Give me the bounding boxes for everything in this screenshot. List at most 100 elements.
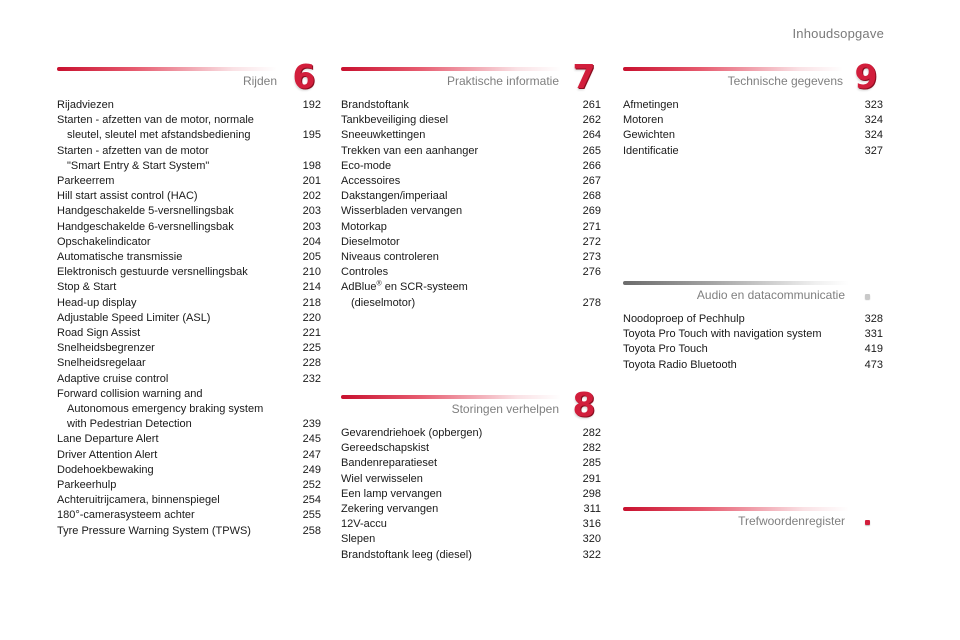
toc-page-number: 218 bbox=[302, 296, 321, 309]
toc-page-number: 228 bbox=[302, 357, 321, 370]
toc-entry-continuation: "Smart Entry & Start System" bbox=[67, 159, 210, 172]
toc-entry-title: Brandstoftank bbox=[341, 99, 409, 111]
toc-entry-title: Dodehoekbewaking bbox=[57, 463, 154, 476]
chapter-marker-icon[interactable] bbox=[865, 520, 870, 525]
toc-entry[interactable]: Starten - afzetten van de motor"Smart En… bbox=[57, 144, 321, 174]
toc-entry[interactable]: Adjustable Speed Limiter (ASL)220 bbox=[57, 311, 321, 326]
toc-page-number: 258 bbox=[302, 524, 321, 537]
toc-entry-title: Wiel verwisselen bbox=[341, 472, 423, 485]
toc-entry-title: Automatische transmissie bbox=[57, 251, 183, 264]
toc-entry[interactable]: Gevarendriehoek (opbergen)282 bbox=[341, 426, 601, 441]
toc-entry-title: Tankbeveiliging diesel bbox=[341, 114, 449, 127]
chapter-number-9[interactable]: 9 bbox=[854, 57, 878, 96]
toc-entry-title: Bandenreparatieset bbox=[341, 457, 438, 470]
toc-entry[interactable]: Snelheidsregelaar 228 bbox=[57, 356, 321, 371]
toc-entry-title: Sneeuwkettingen bbox=[341, 129, 426, 142]
toc-entry[interactable]: Tyre Pressure Warning System (TPWS)258 bbox=[57, 524, 321, 539]
toc-page-number: 220 bbox=[302, 311, 321, 324]
chapter-marker-icon[interactable] bbox=[865, 294, 870, 299]
chapter-number-8[interactable]: 8 bbox=[572, 385, 596, 424]
section-trefwoorden: Trefwoordenregister bbox=[623, 498, 883, 538]
toc-page-number: 225 bbox=[302, 342, 321, 355]
toc-page-number: 261 bbox=[582, 99, 601, 111]
toc-page-number: 324 bbox=[864, 129, 883, 142]
toc-page-number: 203 bbox=[302, 205, 321, 218]
toc-page-number: 473 bbox=[864, 358, 883, 371]
toc-entry[interactable]: Starten - afzetten van de motor, normale… bbox=[57, 113, 321, 143]
section-title-storingen: Storingen verhelpen bbox=[451, 402, 559, 416]
toc-page-number: 311 bbox=[583, 503, 601, 516]
chapter-number-6[interactable]: 6 bbox=[292, 57, 316, 96]
section-header-technische: Technische gegevens 9 bbox=[623, 58, 883, 98]
toc-entry-title: Driver Attention Alert bbox=[57, 448, 158, 461]
toc-page-number: 202 bbox=[302, 190, 321, 203]
toc-page-number: 268 bbox=[582, 190, 601, 203]
toc-page-number: 316 bbox=[582, 518, 601, 531]
section-bar bbox=[623, 67, 843, 71]
toc-page-number: 276 bbox=[582, 266, 601, 279]
toc-entry[interactable]: Brandstoftank 261 bbox=[341, 98, 601, 113]
section-title-trefwoorden[interactable]: Trefwoordenregister bbox=[738, 514, 845, 528]
toc-page-number: 267 bbox=[582, 175, 601, 188]
toc-page-number: 203 bbox=[302, 220, 321, 233]
section-header-audio: Audio en datacommunicatie bbox=[623, 272, 883, 312]
toc-entry-title: Snelheidsregelaar bbox=[57, 357, 146, 370]
toc-entry-title: 180°-camerasysteem achter bbox=[57, 509, 195, 522]
toc-entry[interactable]: Brandstoftank leeg (diesel)322 bbox=[341, 548, 601, 563]
toc-entry[interactable]: AdBlue® en SCR-systeem(dieselmotor)278 bbox=[341, 280, 601, 310]
toc-entry[interactable]: Hill start assist control (HAC)202 bbox=[57, 189, 321, 204]
toc-entry-title: Slepen bbox=[341, 533, 376, 546]
toc-entry-title: AdBlue bbox=[341, 281, 377, 294]
toc-page-number: 323 bbox=[864, 99, 883, 111]
chapter-number-7[interactable]: 7 bbox=[572, 57, 596, 96]
